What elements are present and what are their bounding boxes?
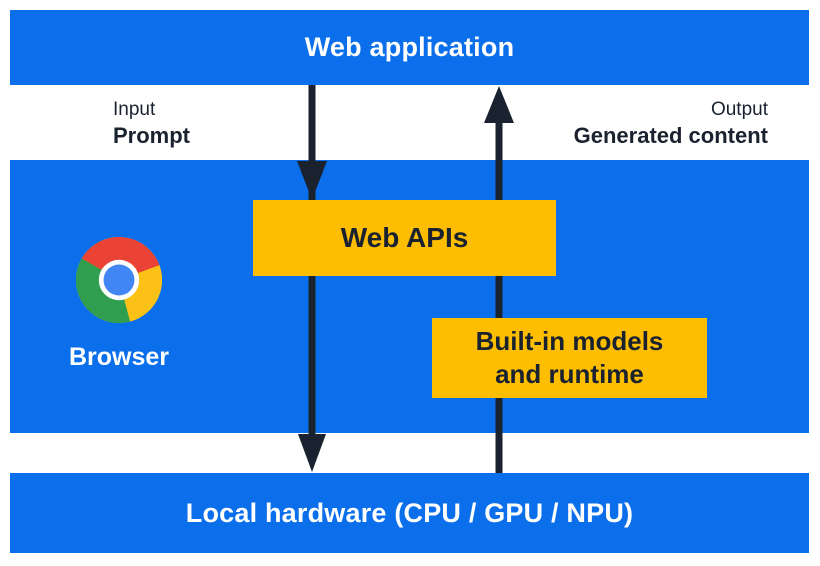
input-label: Input [113, 99, 156, 120]
output-flow-caption: Output Generated content [574, 99, 768, 148]
prompt-down-arrow [297, 85, 327, 472]
local-hardware-layer: Local hardware (CPU / GPU / NPU) [10, 473, 809, 553]
web-apis-box: Web APIs [253, 200, 556, 276]
output-value-label: Generated content [573, 123, 768, 148]
output-label: Output [710, 99, 768, 120]
builtin-models-box: Built-in models and runtime [432, 318, 707, 398]
web-application-label: Web application [304, 32, 515, 62]
local-hardware-label: Local hardware (CPU / GPU / NPU) [185, 497, 634, 528]
web-application-layer: Web application [10, 10, 809, 85]
generated-content-up-arrow [484, 86, 514, 473]
browser-label: Browser [68, 343, 170, 371]
builtin-models-label-line1: Built-in models [475, 326, 664, 356]
web-apis-label: Web APIs [340, 222, 469, 253]
input-flow-caption: Input Prompt [113, 99, 190, 148]
builtin-models-label-line2: and runtime [495, 359, 644, 389]
chrome-logo-icon [76, 236, 163, 323]
input-value-label: Prompt [113, 123, 190, 148]
